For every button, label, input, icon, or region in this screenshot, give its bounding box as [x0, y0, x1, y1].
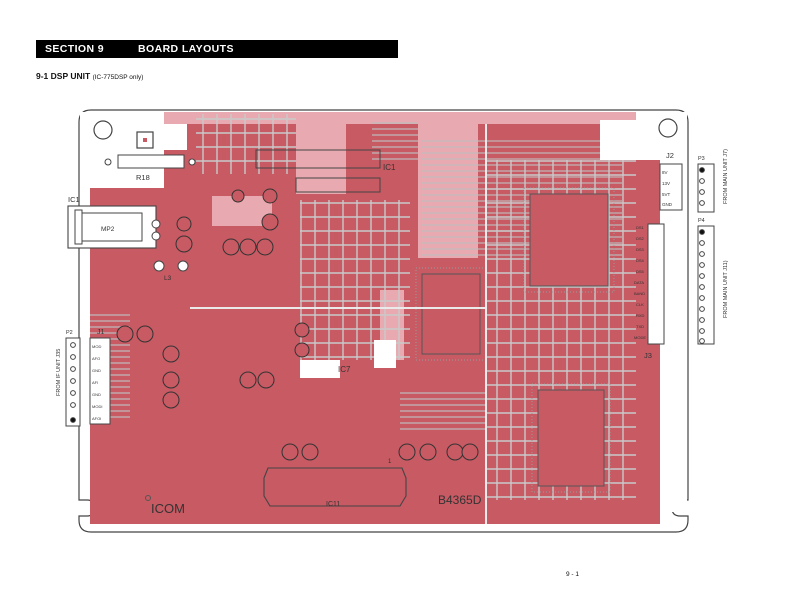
j1-pin-7: AFOI — [92, 416, 101, 421]
j3-pin-3: DS3 — [636, 247, 645, 252]
mounting-holes — [93, 118, 678, 140]
j3-pin-5: DS5 — [636, 269, 645, 274]
j3-ref: J3 — [644, 351, 652, 360]
connector-j2: J2 8V 13V 5VT GND — [659, 151, 683, 211]
capacitor-row — [116, 188, 479, 461]
connector-j3: J3 DS1 DS2 DS3 DS4 DS5 DATA BAND CLK RXD… — [634, 223, 665, 360]
subsection-heading: 9-1 DSP UNIT (IC-775DSP only) — [36, 71, 143, 81]
j2-ref: J2 — [666, 151, 674, 160]
j1-pin-4: AFI — [92, 380, 98, 385]
l3-label: L3 — [164, 275, 172, 282]
p3-label: P3 — [698, 156, 705, 162]
j2-source-caption: FROM MAIN UNIT J7) — [723, 149, 729, 204]
section-number: SECTION 9 — [45, 43, 105, 55]
dsp-chip — [415, 267, 487, 361]
j2-pin-3: 5VT — [662, 192, 671, 197]
j1-pin-1: MOD — [92, 344, 101, 349]
j3-source-caption: FROM MAIN UNIT J11) — [723, 260, 729, 318]
plug-p4 — [697, 225, 715, 345]
memory-chip-upper — [523, 187, 615, 293]
p2-label: P2 — [66, 330, 73, 336]
ic11-connector — [263, 467, 407, 507]
j1-pin-6: MODI — [92, 404, 102, 409]
board-code: B4365D — [438, 493, 482, 507]
top-ic-body-2 — [295, 177, 381, 193]
j1-ref: J1 — [97, 329, 105, 336]
j3-pin-2: DS2 — [636, 236, 645, 241]
section-banner: SECTION 9 BOARD LAYOUTS — [36, 40, 398, 58]
section-title: BOARD LAYOUTS — [138, 43, 234, 55]
regulator-part-label: MP2 — [101, 226, 115, 233]
ic7-label: IC7 — [338, 365, 351, 374]
inductor-l3 — [153, 260, 165, 272]
j2-pin-2: 13V — [662, 181, 670, 186]
regulator-ic — [67, 205, 161, 249]
subsection-note: (IC-775DSP only) — [92, 74, 144, 81]
page-number: 9 - 1 — [566, 571, 580, 578]
j3-pin-6: DATA — [634, 280, 644, 285]
j3-pin-11: MODE — [634, 335, 646, 340]
j3-pin-8: CLK — [636, 302, 644, 307]
p4-label: P4 — [698, 218, 705, 224]
j3-pin-9: RXD — [636, 313, 645, 318]
resistor-r18 — [117, 154, 185, 169]
icom-logo-text: ICOM — [151, 501, 185, 516]
r18-label: R18 — [136, 173, 150, 182]
plug-p3 — [697, 163, 715, 213]
pin-one-marker: 1 — [388, 459, 392, 465]
j1-pin-5: GND — [92, 392, 101, 397]
j3-pin-7: BAND — [634, 291, 645, 296]
ic11-label: IC11 — [326, 501, 340, 508]
j2-pin-4: GND — [662, 202, 673, 207]
connector-j1: J1 MOD AFO GND AFI GND MODI AFOI — [89, 329, 111, 425]
j3-pin-1: DS1 — [636, 225, 645, 230]
subsection-number: 9-1 — [36, 71, 49, 81]
j3-pin-4: DS4 — [636, 258, 645, 263]
plug-p2 — [65, 337, 81, 427]
top-ic-body — [255, 149, 381, 169]
regulator-ref-label: IC1 — [68, 195, 80, 204]
memory-chip-lower — [531, 383, 611, 493]
j1-pin-3: GND — [92, 368, 101, 373]
j3-pin-10: TXD — [636, 324, 644, 329]
j1-source-caption: FROM IF UNIT J35 — [56, 349, 62, 396]
ic1-label: IC1 — [383, 163, 396, 172]
j2-pin-1: 8V — [662, 170, 668, 175]
subsection-title: DSP UNIT — [50, 71, 91, 81]
j1-pin-2: AFO — [92, 356, 100, 361]
